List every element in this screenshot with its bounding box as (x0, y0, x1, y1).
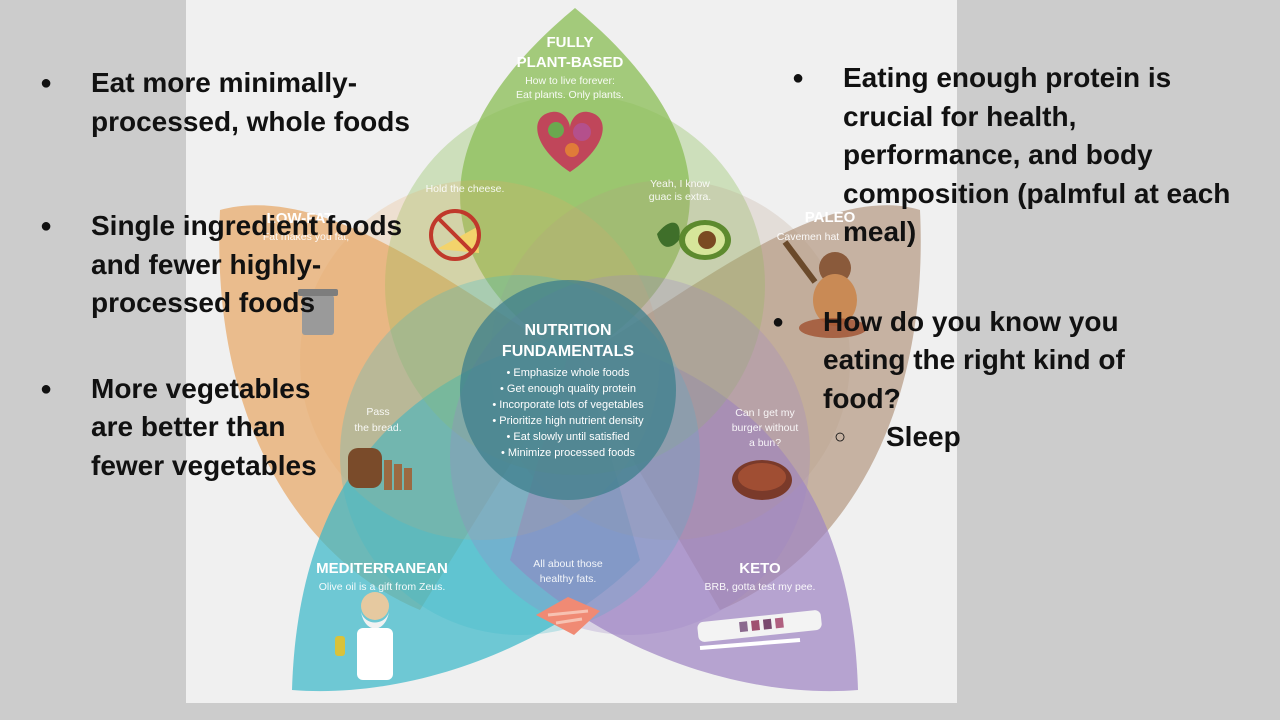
bullet-item: ● Eating enough protein is crucial for he… (792, 59, 1232, 252)
no-cheese-icon (429, 209, 481, 261)
bullet-text: More vegetables are better than fewer ve… (91, 372, 317, 481)
plant-based-sub-1: How to live forever: (525, 75, 615, 87)
note-burger-2: burger without (732, 422, 799, 434)
note-guac-2: guac is extra. (649, 191, 711, 203)
bullet-dot: ● (772, 310, 785, 333)
bullet-item: ● How do you know you eating the right ki… (772, 303, 1212, 419)
center-title-1: NUTRITION (524, 322, 611, 339)
test-strip-icon (697, 610, 822, 650)
plant-based-title-2: PLANT-BASED (517, 54, 624, 71)
paleo-sub: Cavemen hat (777, 231, 840, 243)
low-fat-title: LOW-FAT (267, 210, 334, 227)
bullet-text: Single ingredient foods and fewer highly… (91, 210, 403, 318)
center-title-2: FUNDAMENTALS (502, 343, 634, 360)
note-burger-1: Can I get my (735, 407, 795, 419)
low-fat-sub: Fat makes you fat, (263, 231, 349, 243)
paleo-title: PALEO (805, 209, 856, 226)
sub-bullet-item: ○ Sleep (772, 418, 1212, 457)
mediterranean-title: MEDITERRANEAN (316, 560, 448, 577)
petal-plant-based (460, 8, 690, 360)
center-item: • Prioritize high nutrient density (492, 415, 644, 427)
bullet-dot: ● (40, 72, 53, 94)
note-cheese: Hold the cheese. (426, 183, 505, 195)
right-bullet-list: ● Eating enough protein is crucial for he… (772, 59, 1232, 457)
bullet-text: How do you know you eating the right kin… (823, 305, 1125, 414)
sub-bullet-circle: ○ (834, 426, 847, 448)
salmon-icon (536, 597, 600, 635)
center-item: • Emphasize whole foods (506, 367, 630, 379)
center-item: • Get enough quality protein (500, 383, 636, 395)
avocado-icon (657, 220, 731, 260)
note-guac-1: Yeah, I know (650, 178, 710, 190)
bullet-item: ● More vegetables are better than fewer v… (40, 370, 420, 486)
note-fats-2: healthy fats. (540, 573, 597, 585)
bullet-text: Eating enough protein is crucial for hea… (843, 62, 1231, 247)
center-item: • Minimize processed foods (501, 447, 636, 459)
left-bullet-list: ● Eat more minimally-processed, whole foo… (40, 64, 420, 485)
bullet-item: ● Single ingredient foods and fewer highl… (40, 207, 420, 323)
note-bread-1: Pass (366, 406, 389, 418)
keto-sub: BRB, gotta test my pee. (705, 581, 816, 593)
keto-title: KETO (739, 560, 781, 577)
bullet-item: ● Eat more minimally-processed, whole foo… (40, 64, 420, 141)
zeus-icon (335, 592, 393, 680)
plant-based-title-1: FULLY (547, 34, 594, 51)
center-region (460, 280, 676, 500)
burger-patty-icon (732, 460, 792, 500)
bread-icon (348, 448, 412, 490)
center-item: • Eat slowly until satisfied (506, 431, 629, 443)
note-fats-1: All about those (533, 558, 603, 570)
caveman-icon (782, 240, 867, 338)
bullet-text: Sleep (886, 421, 961, 452)
note-burger-3: a bun? (749, 437, 781, 449)
trash-can-icon (298, 289, 338, 335)
bullet-dot: ● (40, 215, 53, 237)
bullet-dot: ● (792, 67, 805, 89)
bullet-text: Eat more minimally-processed, whole food… (91, 67, 410, 137)
note-bread-2: the bread. (354, 422, 401, 434)
plant-based-sub-2: Eat plants. Only plants. (516, 89, 624, 101)
bullet-dot: ● (40, 377, 53, 400)
mediterranean-sub: Olive oil is a gift from Zeus. (319, 581, 446, 593)
center-item: • Incorporate lots of vegetables (492, 399, 644, 411)
vegetable-heart-icon (537, 111, 603, 172)
